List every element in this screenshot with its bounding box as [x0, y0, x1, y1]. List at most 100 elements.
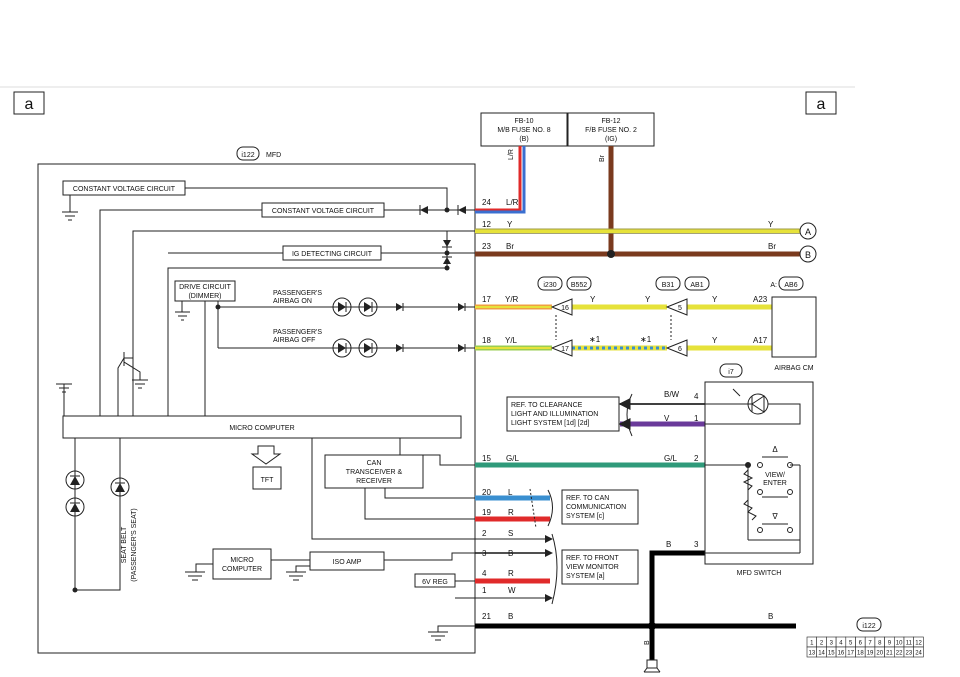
block-iso-amp: ISO AMP	[286, 551, 475, 581]
svg-text:L/R: L/R	[508, 149, 515, 160]
connector-cell	[913, 646, 924, 658]
connector-pin-label: 18	[857, 651, 864, 657]
svg-text:CONSTANT VOLTAGE CIRCUIT: CONSTANT VOLTAGE CIRCUIT	[272, 208, 375, 215]
svg-text:DRIVE CIRCUIT: DRIVE CIRCUIT	[179, 284, 231, 291]
svg-text:i230: i230	[543, 282, 556, 289]
block-const-voltage-1: CONSTANT VOLTAGE CIRCUIT	[62, 180, 448, 221]
indicator-airbag-off: PASSENGER'S AIRBAG OFF	[218, 329, 475, 358]
wire-pin12: A	[475, 222, 817, 240]
block-micro-computer-2: MICRO COMPUTER	[185, 548, 310, 581]
svg-text:∗1: ∗1	[640, 335, 652, 344]
seatbelt-indicator: SEAT BELT (PASSENGER'S SEAT)	[65, 470, 138, 582]
mfd-switch: i7 MFD SWITCH 4 1 2 3 Δ VIEW/ ENTER ∇	[694, 363, 814, 577]
connector-pin-label: 22	[896, 651, 903, 657]
svg-text:ENTER: ENTER	[763, 480, 787, 487]
connector-pin-label: 20	[876, 651, 883, 657]
svg-text:15: 15	[482, 454, 491, 463]
svg-text:16: 16	[561, 305, 569, 312]
svg-text:AB1: AB1	[690, 282, 703, 289]
svg-text:CAN: CAN	[367, 460, 382, 467]
svg-text:CONSTANT VOLTAGE CIRCUIT: CONSTANT VOLTAGE CIRCUIT	[73, 186, 176, 193]
svg-text:(PASSENGER'S SEAT): (PASSENGER'S SEAT)	[131, 508, 138, 581]
airbag-cm: AIRBAG CM	[771, 296, 817, 372]
svg-text:Y/L: Y/L	[505, 336, 518, 345]
connector-pin-label: 12	[915, 641, 922, 647]
ref-front-view: REF. TO FRONT VIEW MONITOR SYSTEM [a]	[551, 533, 639, 605]
fuse-fb10: FB-10 M/B FUSE NO. 8 (B)	[480, 112, 568, 147]
block-drive-circuit: DRIVE CIRCUIT (DIMMER)	[174, 280, 236, 416]
svg-text:AB6: AB6	[784, 282, 797, 289]
svg-text:B: B	[644, 640, 651, 645]
svg-text:A23: A23	[753, 295, 768, 304]
pin-labels: 24 L/R 12 Y Y 23 Br Br 17 Y/R Y Y Y 18 Y…	[482, 198, 776, 645]
svg-text:G/L: G/L	[664, 454, 677, 463]
block-micro-computer: MICRO COMPUTER	[62, 415, 475, 593]
svg-text:B/W: B/W	[664, 390, 680, 399]
svg-text:B: B	[666, 540, 671, 549]
svg-text:L/R: L/R	[506, 198, 519, 207]
ref-can: REF. TO CAN COMMUNICATION SYSTEM [c]	[529, 488, 639, 529]
svg-text:V: V	[664, 414, 670, 423]
svg-text:REF. TO FRONT: REF. TO FRONT	[566, 555, 619, 562]
svg-text:PASSENGER'S: PASSENGER'S	[273, 290, 322, 297]
svg-text:MICRO COMPUTER: MICRO COMPUTER	[229, 425, 294, 432]
corner-mark-left: a	[13, 91, 45, 115]
svg-text:a: a	[25, 96, 34, 113]
svg-text:G/L: G/L	[506, 454, 519, 463]
svg-text:i7: i7	[728, 369, 734, 376]
svg-text:Y: Y	[768, 220, 774, 229]
svg-text:AIRBAG OFF: AIRBAG OFF	[273, 337, 315, 344]
svg-text:REF. TO CLEARANCE: REF. TO CLEARANCE	[511, 402, 583, 409]
svg-text:VIEW/: VIEW/	[765, 472, 785, 479]
fuse-fb12: FB-12 F/B FUSE NO. 2 (IG)	[567, 112, 655, 147]
svg-text:R: R	[508, 569, 514, 578]
connector-pin-label: 10	[896, 641, 903, 647]
ground-junction	[648, 622, 656, 630]
connector-pin-label: 5	[849, 641, 853, 647]
connector-pin-label: 13	[809, 651, 816, 657]
wire-lr: L/R	[475, 146, 526, 214]
connector-pin-label: 16	[838, 651, 845, 657]
svg-text:TRANSCEIVER &: TRANSCEIVER &	[346, 469, 403, 476]
svg-text:1: 1	[694, 414, 699, 423]
svg-text:(B): (B)	[519, 136, 528, 143]
svg-text:Y: Y	[712, 336, 718, 345]
svg-text:∗1: ∗1	[589, 335, 601, 344]
ground-internal-21	[428, 625, 475, 641]
connector-pin-label: 2	[820, 641, 824, 647]
block-can-transceiver: CAN TRANSCEIVER & RECEIVER	[324, 454, 475, 520]
corner-mark-right: a	[805, 91, 837, 115]
svg-text:FB-12: FB-12	[601, 118, 620, 125]
svg-text:S: S	[508, 529, 513, 538]
svg-text:A17: A17	[753, 336, 768, 345]
svg-text:MFD: MFD	[266, 152, 281, 159]
svg-text:i122: i122	[862, 623, 875, 630]
svg-text:4: 4	[482, 569, 487, 578]
connector-pin-label: 24	[915, 651, 922, 657]
svg-text:PASSENGER'S: PASSENGER'S	[273, 329, 322, 336]
svg-text:2: 2	[482, 529, 487, 538]
svg-text:20: 20	[482, 488, 491, 497]
svg-text:COMMUNICATION: COMMUNICATION	[566, 504, 626, 511]
ground-terminal	[643, 659, 661, 673]
svg-text:19: 19	[482, 508, 491, 517]
module-label: i122 MFD	[236, 146, 281, 161]
ref-clearance: REF. TO CLEARANCE LIGHT AND ILLUMINATION…	[506, 393, 633, 437]
svg-text:A:: A:	[770, 282, 777, 289]
inline-connectors: i230 B552 B31 AB1 A: AB6 16 17 5 6 ∗1 ∗1…	[537, 276, 804, 357]
svg-text:Y/R: Y/R	[505, 295, 519, 304]
svg-text:REF. TO CAN: REF. TO CAN	[566, 495, 609, 502]
connector-pin-label: 3	[830, 641, 834, 647]
svg-text:Br: Br	[506, 242, 514, 251]
block-6v-reg: 6V REG	[414, 573, 475, 599]
svg-text:F/B FUSE NO. 2: F/B FUSE NO. 2	[585, 127, 637, 134]
svg-text:a: a	[817, 96, 826, 113]
svg-text:COMPUTER: COMPUTER	[222, 566, 262, 573]
connector-pin-label: 19	[867, 651, 874, 657]
svg-text:6V REG: 6V REG	[422, 579, 448, 586]
connector-pin-label: 17	[847, 651, 854, 657]
svg-text:(IG): (IG)	[605, 136, 617, 143]
svg-text:FB-10: FB-10	[514, 118, 533, 125]
